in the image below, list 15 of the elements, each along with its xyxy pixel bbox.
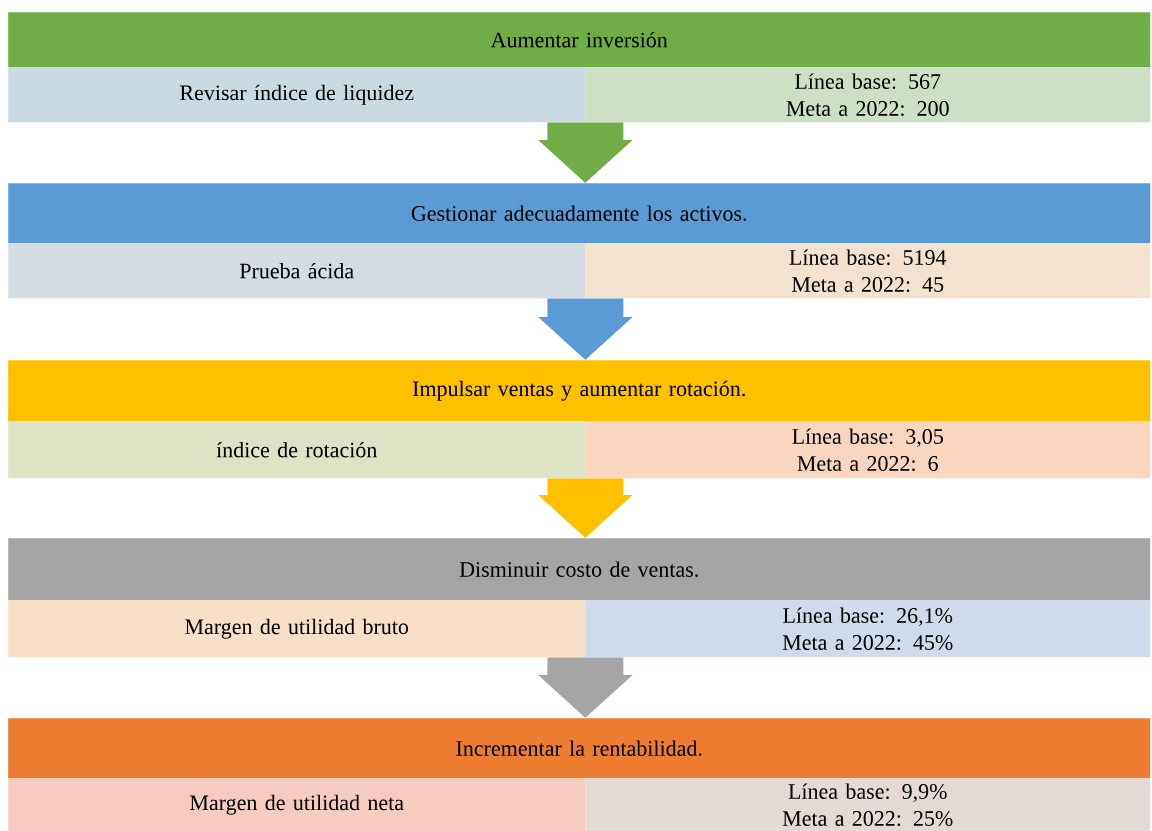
indicator-cell: Margen de utilidad bruto: [8, 600, 586, 658]
header-band: Disminuir costo de ventas.: [8, 538, 1151, 601]
target-cell: Línea base: 26,1% Meta a 2022: 45%: [585, 600, 1151, 658]
header-band: Aumentar inversión: [8, 12, 1151, 68]
target-cell: Línea base: 567 Meta a 2022: 200: [585, 67, 1151, 123]
indicator-cell: Margen de utilidad neta: [8, 778, 586, 831]
indicator-cell: Revisar índice de liquidez: [8, 67, 586, 123]
indicator-cell: índice de rotación: [8, 421, 586, 479]
target-cell: Línea base: 9,9% Meta a 2022: 25%: [585, 778, 1151, 831]
header-band: Incrementar la rentabilidad.: [8, 718, 1151, 779]
target-cell: Línea base: 5194 Meta a 2022: 45: [585, 243, 1151, 299]
indicator-cell: Prueba ácida: [8, 243, 586, 299]
target-cell: Línea base: 3,05 Meta a 2022: 6: [585, 421, 1151, 479]
header-band: Impulsar ventas y aumentar rotación.: [8, 360, 1151, 422]
header-band: Gestionar adecuadamente los activos.: [8, 183, 1151, 244]
